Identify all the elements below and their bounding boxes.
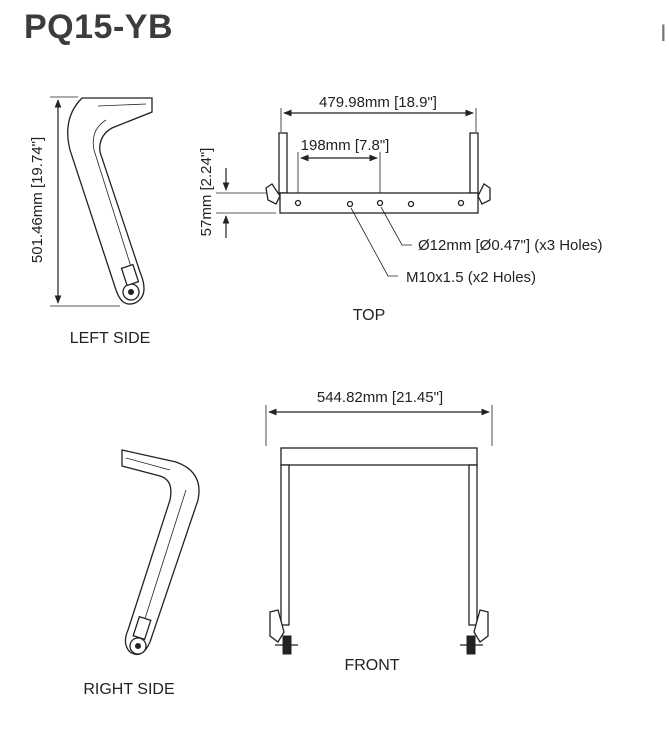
product-title: PQ15-YB — [24, 8, 173, 46]
front-view: 544.82mm [21.45"] FRONT — [265, 389, 493, 674]
top-depth-dimension-text: 57mm [2.24"] — [198, 148, 215, 237]
top-thread-hole-1 — [346, 200, 354, 208]
right-side-label: RIGHT SIDE — [83, 681, 174, 698]
left-side-view: 501.46mm [19.74"] LEFT SIDE — [29, 96, 153, 347]
left-side-label: LEFT SIDE — [70, 330, 151, 347]
top-clamp-right — [477, 183, 491, 205]
top-width-dimension-text: 479.98mm [18.9"] — [319, 94, 437, 111]
cropped-edge-glyph: I — [660, 20, 667, 47]
top-hole-1 — [294, 199, 302, 207]
top-view-label: TOP — [353, 307, 386, 324]
top-thread-hole-2 — [407, 200, 415, 208]
front-clamp-left — [269, 609, 285, 643]
top-thread-callout-text: M10x1.5 (x2 Holes) — [406, 269, 536, 286]
right-side-bracket-arm — [121, 449, 200, 656]
right-side-view: RIGHT SIDE — [83, 449, 200, 698]
left-height-dimension-text: 501.46mm [19.74"] — [29, 137, 46, 263]
top-hole-callout-text: Ø12mm [Ø0.47"] (x3 Holes) — [418, 237, 603, 254]
front-view-label: FRONT — [344, 657, 399, 674]
top-thread-leader — [350, 207, 398, 277]
front-clamp-right — [473, 609, 489, 643]
top-upright-left — [278, 132, 288, 194]
top-view: 479.98mm [18.9"] 198mm [7.8"] 57mm [2.24… — [198, 94, 603, 324]
right-side-handle — [132, 615, 152, 641]
left-side-bracket-inner-edge — [92, 103, 147, 271]
front-leg-left — [280, 464, 290, 626]
top-clamp-left — [265, 183, 281, 205]
top-hole-leader — [380, 206, 412, 246]
top-hole-3 — [457, 199, 465, 207]
front-leg-right — [468, 464, 478, 626]
top-upright-right — [469, 132, 479, 194]
left-side-handle — [120, 263, 140, 287]
front-top-beam — [280, 447, 478, 466]
right-side-knob-center — [135, 643, 141, 649]
left-side-knob-center — [128, 289, 134, 295]
front-width-dimension-text: 544.82mm [21.45"] — [317, 389, 443, 406]
top-hole-2 — [376, 199, 384, 207]
right-side-bracket-inner-edge — [125, 457, 187, 629]
top-spacing-dimension-text: 198mm [7.8"] — [301, 137, 390, 154]
